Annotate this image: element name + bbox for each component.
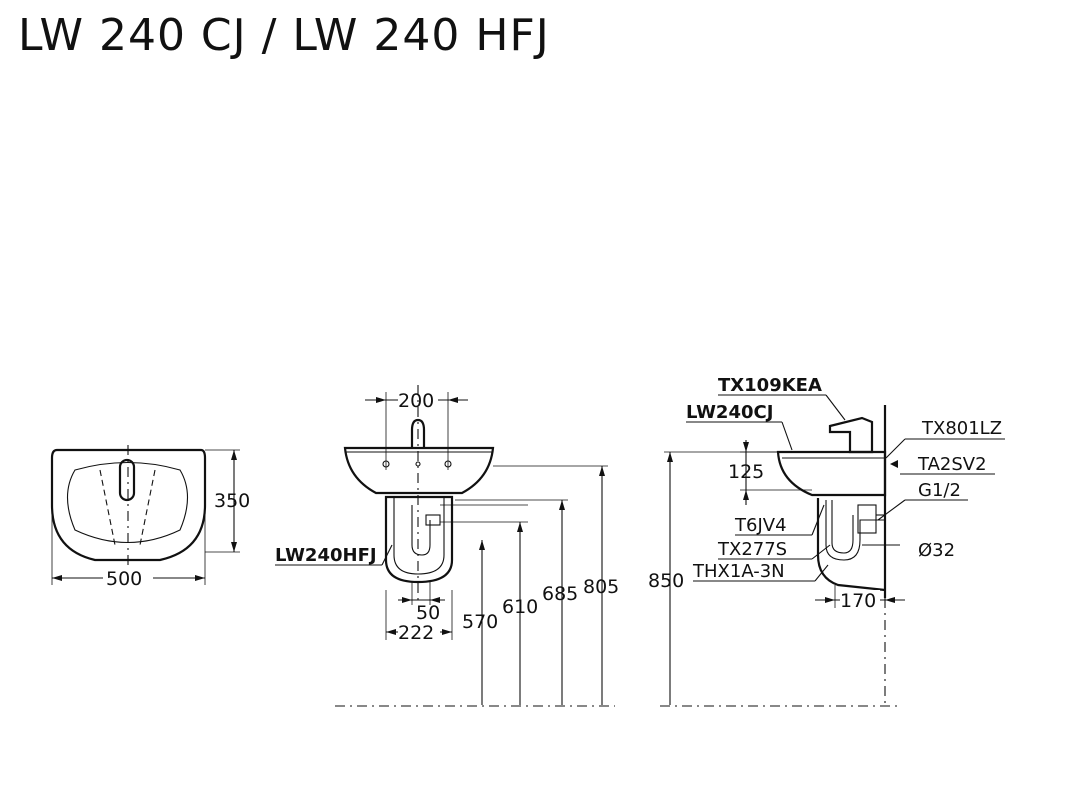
top-view-faucet-hole bbox=[118, 458, 136, 502]
front-view-height-805: 805 bbox=[583, 576, 619, 598]
front-view-height-685: 685 bbox=[542, 583, 578, 605]
top-view: 350 500 bbox=[50, 445, 250, 590]
front-view-pedestal bbox=[384, 495, 454, 584]
front-view-height-610: 610 bbox=[502, 596, 538, 618]
front-view-basin bbox=[343, 446, 495, 495]
top-view-depth-label: 350 bbox=[214, 490, 250, 512]
drawing-title: LW 240 CJ / LW 240 HFJ bbox=[18, 10, 550, 61]
side-view-basin-label: LW240CJ bbox=[686, 402, 773, 423]
top-view-width-label: 500 bbox=[106, 568, 142, 590]
front-view-pedestal-width-label: 222 bbox=[398, 622, 434, 644]
side-view-part-ta2sv2: TA2SV2 bbox=[917, 454, 987, 475]
side-view-wall-offset-label: 170 bbox=[840, 590, 876, 612]
side-view-part-tx801lz: TX801LZ bbox=[921, 418, 1002, 439]
side-view-basin-depth-label: 125 bbox=[728, 461, 764, 483]
front-view-drain-offset-label: 50 bbox=[416, 602, 440, 624]
front-view-height-570: 570 bbox=[462, 611, 498, 633]
top-view-overflow-hidden bbox=[99, 469, 156, 546]
front-view: 200 570 610 685 805 LW240 bbox=[275, 385, 619, 705]
side-view-part-o32: Ø32 bbox=[918, 540, 955, 561]
side-view-total-height-label: 850 bbox=[648, 570, 684, 592]
side-view-part-tx277s: TX277S bbox=[717, 539, 787, 560]
side-view-part-g12: G1/2 bbox=[918, 480, 961, 501]
side-view-faucet-label: TX109KEA bbox=[718, 375, 822, 396]
side-view-basin bbox=[776, 450, 887, 497]
front-view-pedestal-label: LW240HFJ bbox=[275, 545, 377, 566]
top-view-basin-outline bbox=[50, 448, 207, 562]
side-view-faucet bbox=[828, 416, 874, 454]
side-view: TX109KEA LW240CJ TX801LZ TA2SV2 G1/2 Ø32… bbox=[648, 375, 1005, 705]
top-view-bowl bbox=[67, 462, 188, 543]
side-view-part-t6jv4: T6JV4 bbox=[734, 515, 787, 536]
front-view-faucet bbox=[410, 418, 426, 448]
side-view-part-thx1a-3n: THX1A-3N bbox=[692, 561, 785, 582]
front-view-faucet-spacing-label: 200 bbox=[398, 390, 434, 412]
